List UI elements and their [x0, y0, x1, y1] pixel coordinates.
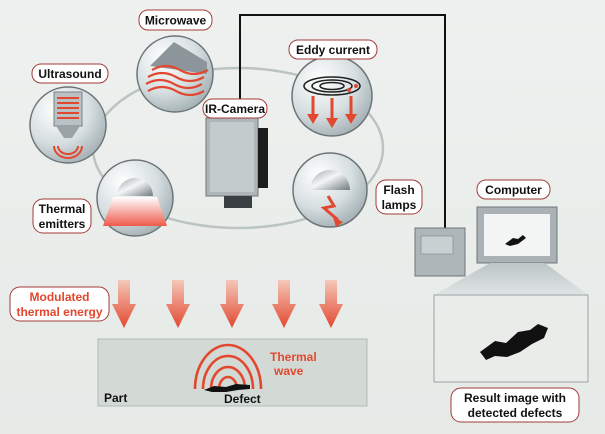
- ultrasound-source: [29, 86, 107, 164]
- thermal-emitters-label-box: [32, 198, 92, 234]
- ir-camera: [205, 117, 268, 208]
- energy-arrow: [272, 280, 296, 328]
- microwave-label: Microwave: [145, 14, 207, 28]
- result-label-box: [450, 387, 580, 423]
- modulated-label-line2: thermal energy: [16, 305, 102, 319]
- modulated-label-line1: Modulated: [30, 290, 90, 304]
- ultrasound-label-box: [31, 63, 109, 84]
- computer: [414, 206, 589, 383]
- thermal-wave-label-line1: Thermal: [270, 350, 317, 364]
- flash-lamps-label-line1: Flash: [383, 183, 414, 197]
- thermal-emitters-label-line1: Thermal: [39, 202, 86, 216]
- eddy-current-label-box: [288, 39, 378, 60]
- defect-label: Defect: [224, 392, 261, 406]
- energy-arrows: [112, 280, 343, 328]
- eddy-current-label: Eddy current: [296, 43, 370, 57]
- result-label-line1: Result image with: [464, 391, 566, 405]
- computer-label: Computer: [485, 183, 542, 197]
- microwave-source: [136, 35, 214, 113]
- energy-arrow: [112, 280, 136, 328]
- part-label: Part: [104, 391, 127, 405]
- flash-lamps-source: [292, 152, 368, 228]
- eddy-current-source: [291, 55, 373, 137]
- ir-camera-label: IR-Camera: [205, 102, 265, 116]
- energy-arrow: [220, 280, 244, 328]
- part-plate: [97, 338, 368, 407]
- energy-arrow: [319, 280, 343, 328]
- ir-camera-label-box: [202, 98, 268, 119]
- flash-lamps-label-line2: lamps: [382, 198, 417, 212]
- modulated-label-box: [9, 286, 110, 322]
- camera-cable: [239, 14, 446, 228]
- defect-shape: [204, 384, 250, 392]
- thermal-wave: [193, 343, 263, 390]
- energy-arrow: [166, 280, 190, 328]
- ultrasound-label: Ultrasound: [38, 67, 101, 81]
- result-label-line2: detected defects: [468, 406, 563, 420]
- flash-lamps-label-box: [375, 179, 423, 215]
- microwave-label-box: [138, 9, 213, 31]
- thermal-emitters-source: [96, 159, 174, 237]
- computer-label-box: [476, 179, 551, 200]
- thermal-wave-label-line2: wave: [273, 364, 304, 378]
- thermal-emitters-label-line2: emitters: [39, 217, 86, 231]
